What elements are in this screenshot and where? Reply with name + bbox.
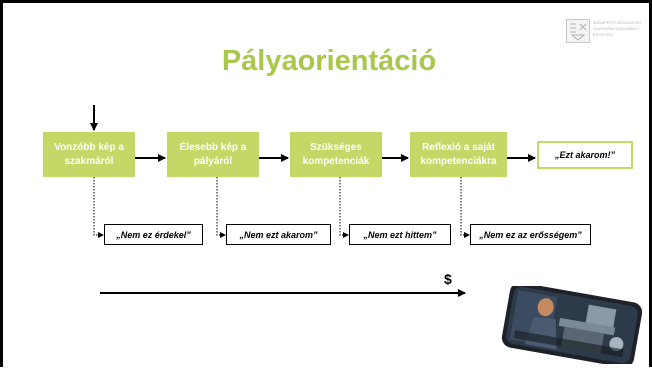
negative-outcome-box: „Nem ezt hittem”: [349, 224, 451, 245]
step-box-sharper-image: Élesebb kép a pályáról: [167, 132, 259, 177]
step-label-line: Vonzóbb kép a: [54, 141, 124, 153]
final-outcome-box: „Ezt akarom!”: [537, 141, 633, 169]
dollar-label: $: [444, 271, 452, 287]
negative-outcome-box: „Nem ezt akarom”: [226, 224, 331, 245]
negative-outcome-box: „Nem ez az erősségem”: [470, 224, 591, 245]
branch-connector-4: [460, 177, 470, 238]
step-label-line: kompetenciákra: [420, 155, 497, 167]
branch-connector-2: [216, 177, 226, 238]
step-label-line: pályáról: [193, 155, 233, 167]
slide-title: Pályaorientáció: [221, 45, 437, 77]
negative-outcome-box: „Nem ez érdekel”: [104, 224, 203, 245]
step-label-line: Szükséges: [310, 141, 362, 153]
branch-connector-1: [93, 177, 104, 238]
step-box-attractive-image: Vonzóbb kép a szakmáról: [43, 132, 135, 177]
branch-connector-3: [339, 177, 349, 238]
logo-icon: [566, 19, 590, 43]
step-label-line: Élesebb kép a: [179, 141, 247, 153]
flow-connectors: [90, 105, 536, 297]
logo-text: BUDAPESTI MŰSZAKI ÉS GAZDASÁGTUDOMÁNYI E…: [593, 20, 642, 37]
step-label-line: Reflexió a saját: [422, 141, 495, 153]
step-box-reflection: Reflexió a saját kompetenciákra: [410, 132, 507, 177]
step-label-line: szakmáról: [64, 155, 114, 167]
workshop-photo: [501, 286, 643, 364]
step-label-line: kompetenciák: [302, 155, 370, 167]
step-box-competencies: Szükséges kompetenciák: [290, 132, 382, 177]
